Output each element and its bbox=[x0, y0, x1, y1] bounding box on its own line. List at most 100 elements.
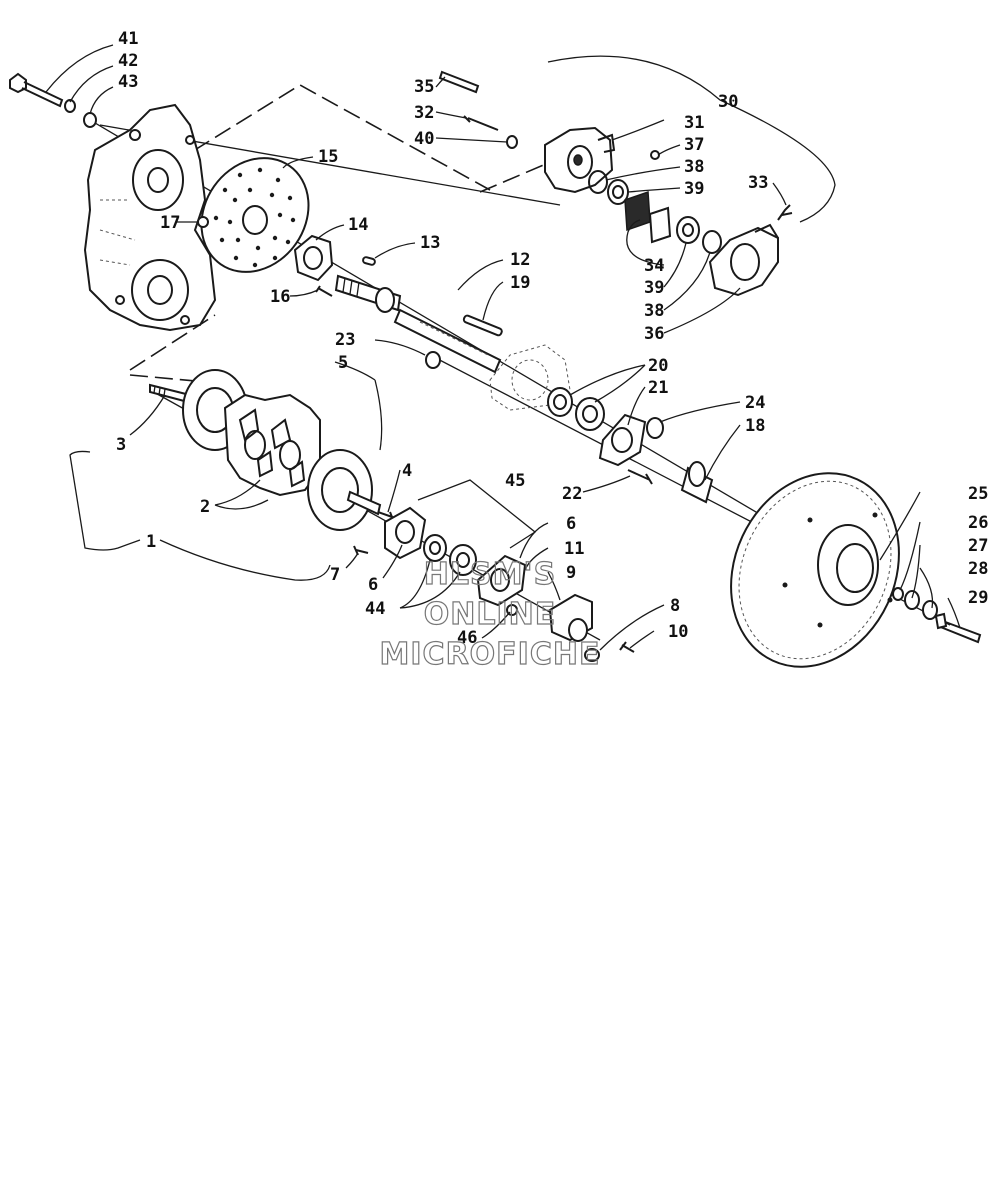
callout-10: 10 bbox=[668, 622, 688, 642]
callout-37: 37 bbox=[684, 135, 704, 155]
callout-41: 41 bbox=[118, 29, 138, 49]
callout-17: 17 bbox=[160, 213, 180, 233]
washer-40 bbox=[506, 135, 518, 149]
callout-43: 43 bbox=[118, 72, 138, 92]
callout-38b: 38 bbox=[644, 301, 664, 321]
callout-13: 13 bbox=[420, 233, 440, 253]
bearing-20b bbox=[575, 397, 605, 431]
pin-35 bbox=[438, 70, 480, 94]
callout-27: 27 bbox=[968, 536, 988, 556]
drive-wheel bbox=[730, 472, 900, 668]
callout-46: 46 bbox=[457, 628, 477, 648]
nut-8 bbox=[584, 648, 600, 662]
callout-40: 40 bbox=[414, 129, 434, 149]
chaincase-housing bbox=[83, 103, 217, 332]
bearing-44b bbox=[449, 544, 477, 576]
flange-6-right bbox=[476, 554, 527, 607]
callout-22: 22 bbox=[562, 484, 582, 504]
screw-32 bbox=[463, 115, 499, 131]
flange-6-left bbox=[384, 506, 427, 560]
callout-30: 30 bbox=[718, 92, 738, 112]
nut-37 bbox=[650, 150, 660, 160]
drive-shaft-assembly bbox=[149, 369, 382, 531]
callout-14: 14 bbox=[348, 215, 368, 235]
screw-10 bbox=[619, 641, 635, 653]
callout-25: 25 bbox=[968, 484, 988, 504]
callout-9: 9 bbox=[566, 563, 576, 583]
callout-8: 8 bbox=[670, 596, 680, 616]
watermark-line1: HLSM'S bbox=[424, 557, 556, 592]
housing-9 bbox=[548, 593, 593, 642]
callout-6b: 6 bbox=[368, 575, 378, 595]
shaft-12 bbox=[393, 308, 502, 374]
callout-15: 15 bbox=[318, 147, 338, 167]
brake-caliper-assembly bbox=[544, 126, 616, 194]
callout-42: 42 bbox=[118, 51, 138, 71]
callout-1: 1 bbox=[146, 532, 156, 552]
key-13 bbox=[362, 256, 376, 266]
washer-43 bbox=[83, 112, 97, 128]
washer-27 bbox=[904, 590, 920, 610]
leader-lines bbox=[45, 44, 961, 651]
callout-20: 20 bbox=[648, 356, 668, 376]
key-19 bbox=[462, 314, 503, 337]
bolt-41 bbox=[9, 72, 64, 108]
brake-hub bbox=[293, 234, 334, 282]
spacer-18 bbox=[680, 461, 714, 504]
callout-29: 29 bbox=[968, 588, 988, 608]
washer-28 bbox=[922, 600, 938, 620]
driveshaft bbox=[334, 274, 402, 313]
screw-16 bbox=[315, 285, 333, 297]
bleeder-33 bbox=[777, 204, 793, 221]
watermark-line2: ONLINE bbox=[424, 597, 557, 632]
bearing-20a bbox=[547, 387, 573, 417]
seal-38a bbox=[588, 170, 608, 194]
callout-19: 19 bbox=[510, 273, 530, 293]
callout-34: 34 bbox=[644, 256, 664, 276]
callout-4: 4 bbox=[402, 461, 412, 481]
callout-44: 44 bbox=[365, 599, 385, 619]
callout-35: 35 bbox=[414, 77, 434, 97]
callout-21: 21 bbox=[648, 378, 668, 398]
callout-24: 24 bbox=[745, 393, 765, 413]
callout-3: 3 bbox=[116, 435, 126, 455]
bearing-44a bbox=[423, 534, 447, 562]
callout-39b: 39 bbox=[644, 278, 664, 298]
callout-23: 23 bbox=[335, 330, 355, 350]
callout-16: 16 bbox=[270, 287, 290, 307]
callout-32: 32 bbox=[414, 103, 434, 123]
piston-39b bbox=[676, 216, 700, 244]
callout-labels: 41 42 43 35 30 32 31 40 37 15 38 33 39 1… bbox=[116, 29, 988, 648]
callout-31: 31 bbox=[684, 113, 704, 133]
bolt-29 bbox=[934, 612, 982, 644]
bearing-housing-outline bbox=[489, 344, 571, 411]
caliper-half-36 bbox=[708, 223, 779, 297]
seal-38b bbox=[702, 230, 722, 254]
callout-36: 36 bbox=[644, 324, 664, 344]
brake-pads bbox=[624, 190, 672, 244]
bolt-22 bbox=[627, 469, 653, 485]
callout-11: 11 bbox=[564, 539, 584, 559]
watermark-line3: MICROFICHE bbox=[380, 637, 601, 672]
nut-23 bbox=[425, 351, 441, 369]
callout-6: 6 bbox=[566, 514, 576, 534]
callout-45: 45 bbox=[505, 471, 525, 491]
washer-24 bbox=[646, 417, 664, 439]
watermark: HLSM'S ONLINE MICROFICHE bbox=[379, 556, 601, 672]
callout-38: 38 bbox=[684, 157, 704, 177]
washer-42 bbox=[64, 99, 76, 113]
brake-disc bbox=[200, 157, 310, 273]
callout-39: 39 bbox=[684, 179, 704, 199]
nut-17 bbox=[197, 216, 209, 228]
callout-12: 12 bbox=[510, 250, 530, 270]
callout-28: 28 bbox=[968, 559, 988, 579]
callout-18: 18 bbox=[745, 416, 765, 436]
callout-33: 33 bbox=[748, 173, 768, 193]
callout-2: 2 bbox=[200, 497, 210, 517]
callout-7: 7 bbox=[330, 565, 340, 585]
washer-26 bbox=[892, 587, 904, 601]
flange-21 bbox=[598, 413, 647, 467]
screw-7 bbox=[353, 545, 369, 556]
callout-26: 26 bbox=[968, 513, 988, 533]
